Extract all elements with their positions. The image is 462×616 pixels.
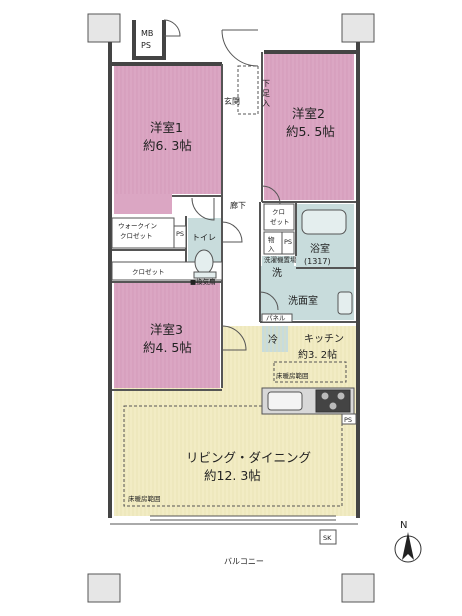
corner-bottom-left [87, 573, 121, 603]
living-size: 約12. 3帖 [204, 468, 261, 483]
pantry-label: パネル [266, 314, 286, 322]
ps-box-3 [341, 413, 357, 425]
walkin-closet-box [111, 217, 175, 249]
floor-heat-area-kitchen [273, 361, 347, 383]
western1-fill [114, 66, 222, 194]
toilet-bowl [194, 249, 214, 275]
room-stripes [116, 54, 354, 516]
closet2-label-a: クロ [272, 208, 285, 216]
closet-label: クロゼット [132, 267, 165, 276]
fridge-fill [262, 326, 288, 352]
kitchen-name: キッチン [304, 333, 344, 345]
ps-label-1: PS [176, 230, 184, 238]
sk-box [319, 529, 337, 545]
western3-fill [114, 282, 220, 388]
shoe-label-c: 入 [262, 99, 270, 108]
kitchen-sink [267, 391, 303, 411]
ps-label-2: PS [284, 238, 292, 246]
walkin-label-a: ウォークイン [118, 222, 157, 230]
burner-1 [321, 392, 329, 400]
labels: MB PS 洋室1 約6. 3帖 洋室2 約5. 5帖 玄関 下 足 入 廊下 … [118, 29, 407, 566]
ps-box-1 [173, 225, 187, 249]
toilet-door [221, 221, 243, 243]
floor-heat-area-living [123, 405, 343, 507]
washroom-label: 洗面室 [288, 294, 318, 307]
corner-top-right [341, 13, 375, 43]
w2-door [261, 185, 281, 205]
entrance-label: 玄関 [224, 96, 240, 106]
pantry-box [261, 313, 293, 323]
burner-2 [337, 392, 345, 400]
balcony-windows [110, 515, 358, 525]
mb-door [163, 19, 181, 37]
w1-door [191, 197, 215, 221]
floor-heat-label-living: 床暖房範囲 [128, 494, 161, 503]
fridge-label: 冷 [268, 333, 278, 346]
washer-fill [262, 256, 294, 280]
bath-size: (1317) [304, 257, 331, 266]
sk-label: SK [323, 534, 332, 542]
western2-size: 約5. 5帖 [286, 124, 335, 139]
corner-bottom-right [341, 573, 375, 603]
washer-sub-label: 洗濯機置場 [264, 255, 297, 264]
western1-name: 洋室1 [150, 120, 183, 135]
mb-label: MB [141, 29, 153, 38]
closet2-box [263, 203, 295, 231]
ps-box-2 [281, 231, 295, 255]
entrance-door [221, 29, 259, 67]
north-arrow [394, 532, 422, 563]
walkin-label-b: クロゼット [120, 231, 153, 240]
floor-heat-label-kitchen: 床暖房範囲 [276, 371, 309, 380]
north-label: N [400, 520, 407, 531]
walls [87, 13, 375, 603]
closet2-label-b: ゼット [270, 217, 290, 226]
wall-lines [108, 20, 360, 518]
western1-size: 約6. 3帖 [143, 138, 192, 153]
burner-3 [329, 402, 337, 410]
ps-label: PS [141, 41, 151, 50]
balcony-label: バルコニー [224, 557, 264, 566]
washbasin [337, 291, 353, 315]
shoe-cabinet [237, 65, 259, 115]
corner-top-left [87, 13, 121, 43]
hall-label: 廊下 [230, 200, 246, 210]
ps-label-3: PS [344, 416, 352, 424]
shoe-label-b: 足 [262, 89, 270, 98]
closets [111, 203, 295, 323]
bathtub [301, 209, 347, 235]
interior-walls [112, 52, 356, 391]
living-name: リビング・ダイニング [186, 450, 311, 465]
mb-box [132, 20, 166, 60]
western2-name: 洋室2 [292, 106, 325, 121]
toilet-tank [193, 271, 217, 279]
toilet-sub-label: ■換気扇 [190, 277, 216, 286]
bath-name: 浴室 [310, 242, 330, 255]
north-needle [402, 532, 414, 560]
storage-label-a: 物 [268, 235, 275, 244]
western1-lower-fill [114, 194, 172, 214]
kitchen-size: 約3. 2帖 [298, 348, 337, 361]
washer-label: 洗 [272, 267, 282, 279]
doors [163, 19, 281, 351]
toilet-label: トイレ [192, 233, 216, 242]
washroom-door [259, 291, 279, 311]
western3-name: 洋室3 [150, 322, 183, 337]
storage-label-b: 入 [268, 245, 275, 253]
western3-size: 約4. 5帖 [143, 340, 192, 355]
shoe-label-a: 下 [262, 79, 270, 88]
w3-door [221, 325, 247, 351]
